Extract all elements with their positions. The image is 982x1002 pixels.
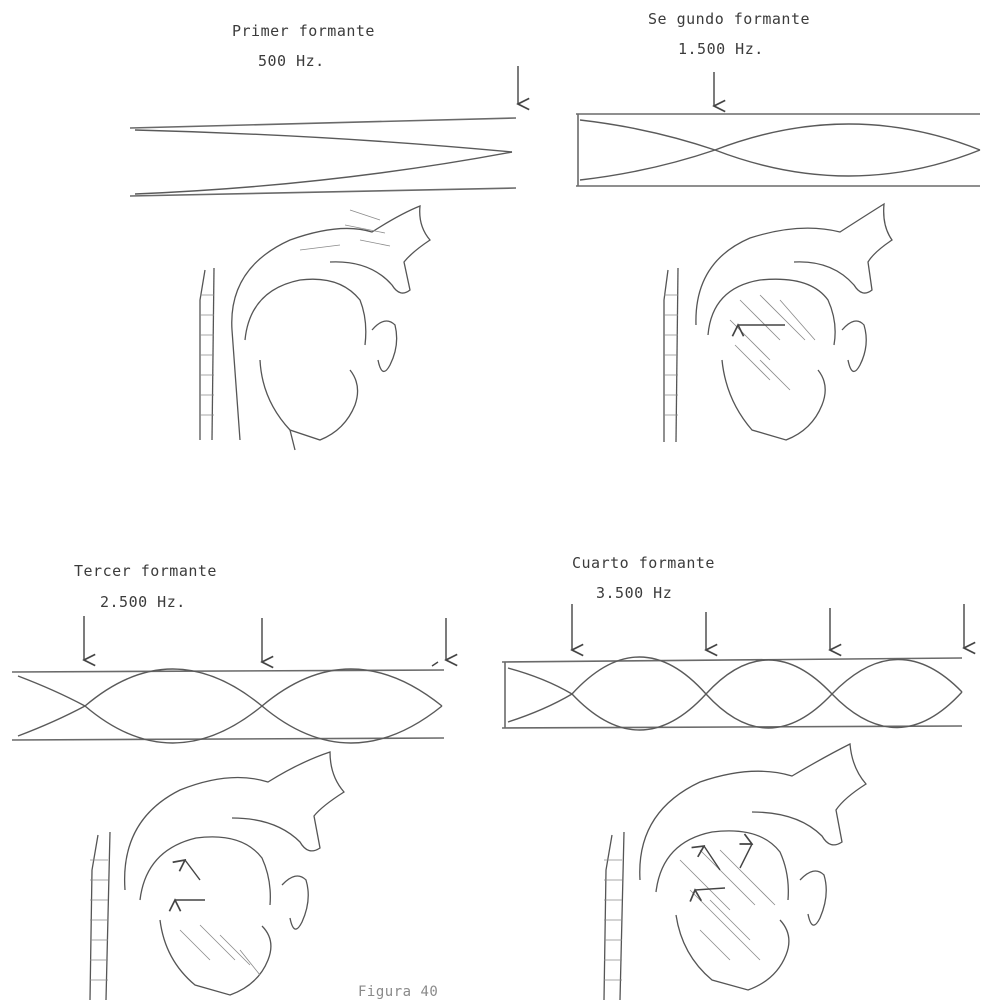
tick-mark [432,662,438,666]
vocal-tract-sketch-1 [200,206,430,450]
palate-outline [125,752,344,890]
tube-top-wall [12,670,444,672]
tube-panel-2 [576,114,980,186]
standing-wave-curve [508,692,962,730]
vocal-tract-sketch-4 [604,744,866,1000]
standing-wave-curve [135,152,512,194]
tongue-outline [245,279,366,345]
standing-wave-curve [135,130,512,152]
up-arrow-icon [185,860,200,880]
vocal-tract-sketch-2 [664,204,892,442]
lips-outline [800,871,826,925]
left-arrow-icon [695,888,725,890]
standing-wave-curve [18,669,442,706]
tube-panel-4 [502,657,962,730]
standing-wave-curve [18,706,442,743]
standing-wave-curve [580,120,980,150]
tube-panel-1 [130,118,516,196]
spine-outline [664,270,668,442]
lips-outline [842,321,866,371]
palate-outline [232,206,430,330]
standing-wave-curve [508,657,962,694]
jaw-outline [260,360,358,440]
tongue-outline [140,837,270,905]
standing-wave-curve [580,150,980,180]
up-arrow-icon [740,844,752,868]
lips-outline [282,876,308,929]
tube-panel-3 [12,662,444,743]
lips-outline [372,321,397,371]
tongue-outline [708,279,835,345]
jaw-outline [160,920,271,995]
tube-top-wall [130,118,516,128]
palate-outline [640,744,866,880]
palate-outline [696,204,892,325]
jaw-outline [676,915,789,990]
up-arrow-icon [704,846,720,870]
vocal-tract-sketch-3 [90,752,344,1000]
jaw-outline [722,360,825,440]
tongue-outline [656,831,788,900]
